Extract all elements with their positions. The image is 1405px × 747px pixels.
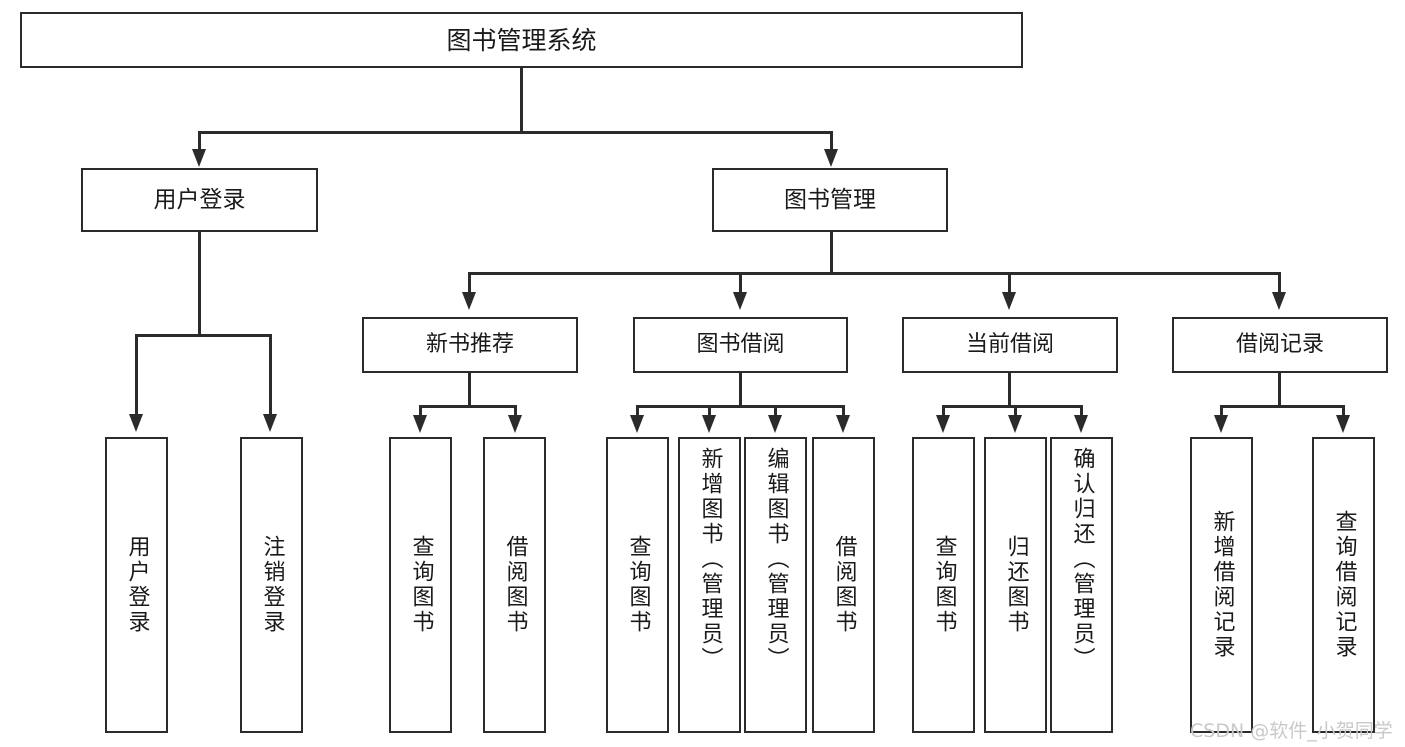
connector-bb-drop-2 — [708, 405, 711, 417]
node-leaf-add-borrow-record[interactable]: 新增借阅记录 — [1190, 437, 1253, 733]
csdn-watermark: CSDN @软件_小贺同学 — [1190, 720, 1393, 742]
node-label: 查询借阅记录 — [1331, 510, 1357, 660]
node-current-borrow[interactable]: 当前借阅 — [902, 317, 1118, 373]
arrowhead-user-login — [192, 149, 206, 167]
node-leaf-query-book-1[interactable]: 查询图书 — [389, 437, 452, 733]
connector-root-bus — [198, 131, 832, 134]
node-label: 借阅图书 — [831, 535, 857, 635]
node-label: 编辑图书（管理员） — [763, 447, 789, 672]
node-label: 用户登录 — [124, 535, 150, 635]
connector-cb-drop-1 — [942, 405, 945, 417]
connector-book-manage-stem — [830, 232, 833, 274]
node-leaf-borrow-book-2[interactable]: 借阅图书 — [812, 437, 875, 733]
connector-root-to-user-login — [198, 131, 201, 151]
connector-book-manage-bus — [468, 272, 1280, 275]
node-leaf-query-book-3[interactable]: 查询图书 — [912, 437, 975, 733]
node-label: 借阅图书 — [502, 535, 528, 635]
node-label: 注销登录 — [259, 535, 285, 635]
node-label: 图书借阅 — [696, 332, 785, 357]
connector-new-book-rec-stem — [468, 373, 471, 407]
node-label: 新增图书（管理员） — [697, 447, 723, 672]
connector-current-borrow-bus — [942, 405, 1082, 408]
node-label: 查询图书 — [625, 535, 651, 635]
connector-book-borrow-stem — [739, 373, 742, 407]
node-leaf-user-login[interactable]: 用户登录 — [105, 437, 168, 733]
arrowhead-book-manage — [824, 149, 838, 167]
connector-bm-drop-4 — [1278, 272, 1281, 294]
connector-root-to-book-manage — [830, 131, 833, 151]
arrowhead-leaf-add-book — [702, 415, 716, 433]
arrowhead-leaf-query-book-1 — [413, 415, 427, 433]
node-leaf-borrow-book-1[interactable]: 借阅图书 — [483, 437, 546, 733]
node-leaf-query-borrow-record[interactable]: 查询借阅记录 — [1312, 437, 1375, 733]
arrowhead-leaf-query-book-3 — [936, 415, 950, 433]
connector-bb-drop-4 — [842, 405, 845, 417]
arrowhead-borrow-record — [1272, 292, 1286, 310]
node-label: 归还图书 — [1003, 535, 1029, 635]
connector-bm-drop-1 — [468, 272, 471, 294]
connector-borrow-record-stem — [1278, 373, 1281, 407]
connector-bm-drop-3 — [1008, 272, 1011, 294]
connector-cb-drop-3 — [1080, 405, 1083, 417]
connector-current-borrow-stem — [1008, 373, 1011, 407]
connector-user-login-bus — [135, 334, 271, 337]
node-borrow-record[interactable]: 借阅记录 — [1172, 317, 1388, 373]
arrowhead-leaf-query-record — [1336, 415, 1350, 433]
connector-br-drop-2 — [1342, 405, 1345, 417]
arrowhead-leaf-return-book — [1008, 415, 1022, 433]
connector-root-stem — [520, 68, 523, 132]
connector-bb-drop-1 — [636, 405, 639, 417]
connector-nbr-drop-2 — [514, 405, 517, 417]
node-book-manage[interactable]: 图书管理 — [712, 168, 948, 232]
arrowhead-book-borrow — [733, 292, 747, 310]
node-leaf-logout[interactable]: 注销登录 — [240, 437, 303, 733]
node-new-book-recommend[interactable]: 新书推荐 — [362, 317, 578, 373]
arrowhead-new-book-rec — [462, 292, 476, 310]
connector-user-login-stem — [198, 232, 201, 336]
connector-user-login-drop-1 — [135, 334, 138, 416]
node-leaf-edit-book-admin[interactable]: 编辑图书（管理员） — [744, 437, 807, 733]
connector-nbr-drop-1 — [419, 405, 422, 417]
node-label: 新书推荐 — [425, 332, 514, 357]
node-book-borrow[interactable]: 图书借阅 — [633, 317, 848, 373]
node-user-login[interactable]: 用户登录 — [81, 168, 318, 232]
arrowhead-leaf-user-login — [129, 414, 143, 432]
node-label: 确认归还（管理员） — [1069, 447, 1095, 672]
node-label: 查询图书 — [931, 535, 957, 635]
arrowhead-current-borrow — [1002, 292, 1016, 310]
node-leaf-query-book-2[interactable]: 查询图书 — [606, 437, 669, 733]
node-label: 用户登录 — [153, 186, 246, 213]
arrowhead-leaf-borrow-book-2 — [836, 415, 850, 433]
node-label: 借阅记录 — [1235, 332, 1324, 357]
node-label: 查询图书 — [408, 535, 434, 635]
connector-bb-drop-3 — [774, 405, 777, 417]
node-leaf-add-book-admin[interactable]: 新增图书（管理员） — [678, 437, 741, 733]
connector-bm-drop-2 — [739, 272, 742, 294]
arrowhead-leaf-add-record — [1214, 415, 1228, 433]
connector-new-book-rec-bus — [419, 405, 517, 408]
connector-book-borrow-bus — [636, 405, 844, 408]
node-label: 当前借阅 — [965, 332, 1054, 357]
arrowhead-leaf-logout — [263, 414, 277, 432]
node-root-system[interactable]: 图书管理系统 — [20, 12, 1023, 68]
arrowhead-leaf-edit-book — [768, 415, 782, 433]
node-label: 图书管理系统 — [446, 25, 597, 55]
connector-cb-drop-2 — [1014, 405, 1017, 417]
connector-user-login-drop-2 — [269, 334, 272, 416]
node-leaf-confirm-return-admin[interactable]: 确认归还（管理员） — [1050, 437, 1113, 733]
node-label: 图书管理 — [784, 186, 876, 213]
arrowhead-leaf-borrow-book-1 — [508, 415, 522, 433]
connector-br-drop-1 — [1220, 405, 1223, 417]
arrowhead-leaf-confirm-return — [1074, 415, 1088, 433]
arrowhead-leaf-query-book-2 — [630, 415, 644, 433]
connector-borrow-record-bus — [1220, 405, 1344, 408]
node-leaf-return-book[interactable]: 归还图书 — [984, 437, 1047, 733]
node-label: 新增借阅记录 — [1209, 510, 1235, 660]
